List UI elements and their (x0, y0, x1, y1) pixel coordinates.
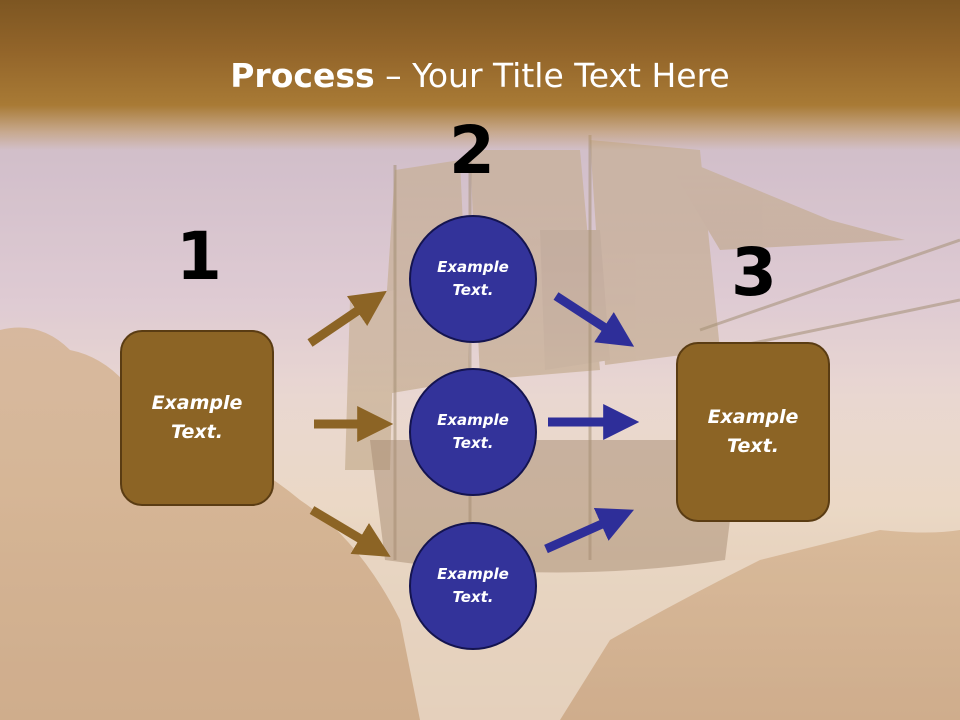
step-2-circle-1[interactable]: Example Text. (409, 215, 537, 343)
step-2-circle-3[interactable]: Example Text. (409, 522, 537, 650)
circle-1-text-line-2: Text. (452, 281, 494, 299)
slide-title: Process – Your Title Text Here (0, 54, 960, 98)
circle-3-text-line-1: Example (437, 565, 509, 583)
arrow-1-to-circle-1 (307, 290, 387, 347)
title-bold: Process (230, 56, 375, 95)
step-number-3: 3 (731, 234, 777, 311)
arrow-circle-1-to-3 (553, 292, 635, 347)
circle-2-text-line-2: Text. (452, 434, 494, 452)
step-3-text-line-2: Text. (727, 435, 779, 457)
arrow-1-to-circle-3 (309, 506, 391, 557)
step-1-box[interactable]: Example Text. (120, 330, 274, 506)
step-number-2: 2 (449, 112, 495, 189)
title-bar (0, 0, 960, 150)
step-3-box[interactable]: Example Text. (676, 342, 830, 522)
title-rest: – Your Title Text Here (374, 56, 730, 95)
step-1-text-line-1: Example (151, 392, 243, 414)
circle-1-text-line-1: Example (437, 258, 509, 276)
arrow-circle-3-to-3 (544, 507, 635, 554)
circle-2-text-line-1: Example (437, 411, 509, 429)
step-number-1: 1 (176, 218, 222, 295)
step-1-text-line-2: Text. (171, 421, 223, 443)
circle-3-text-line-2: Text. (452, 588, 494, 606)
step-2-circle-2[interactable]: Example Text. (409, 368, 537, 496)
step-3-text-line-1: Example (707, 406, 799, 428)
